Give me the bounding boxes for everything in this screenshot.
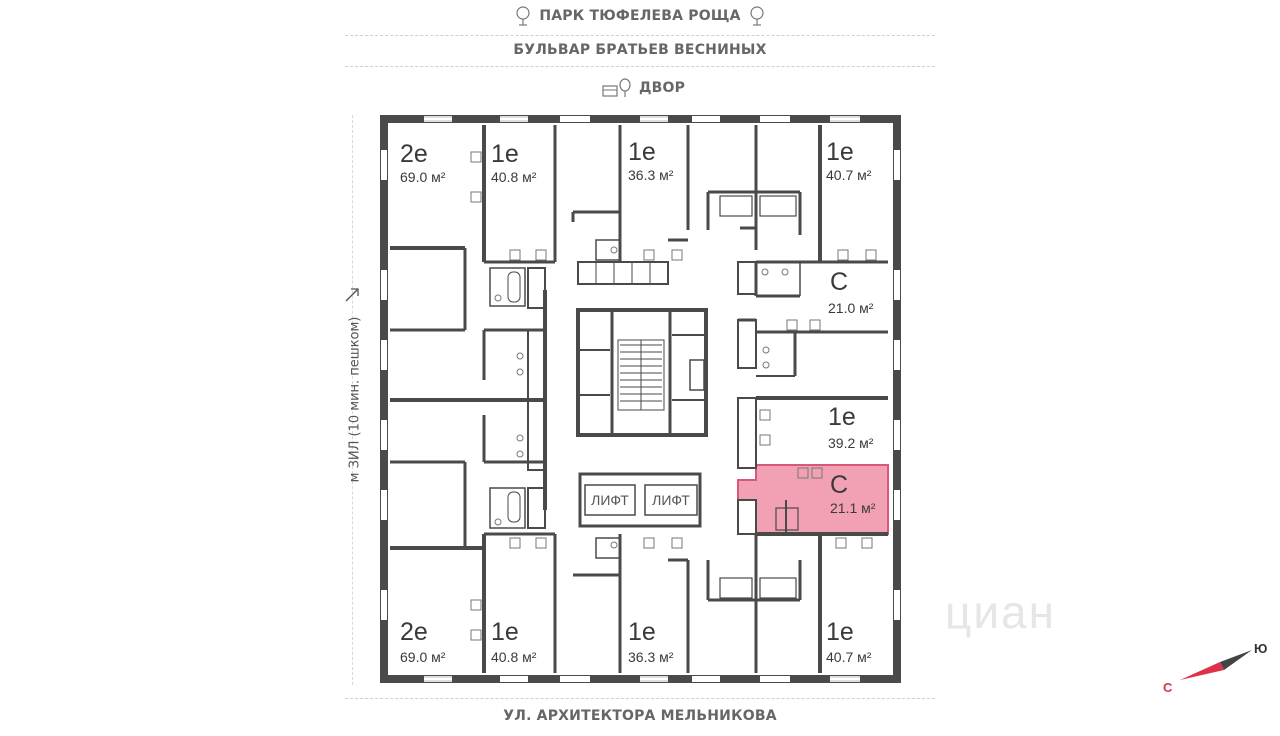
street-park-label: ПАРК ТЮФЕЛЕВА РОЩА	[539, 8, 741, 24]
divider	[345, 66, 935, 67]
unit-type-label: 1е	[828, 403, 856, 431]
yard-icon	[602, 78, 631, 97]
unit-area-label: 21.1 м²	[830, 500, 876, 516]
stove-icon	[470, 151, 877, 641]
unit-area-label: 69.0 м²	[400, 169, 446, 185]
tree-icon	[750, 6, 764, 26]
lift-2	[644, 484, 698, 516]
unit-area-label: 40.7 м²	[826, 649, 872, 665]
unit-area-label: 40.8 м²	[491, 649, 537, 665]
unit-type-label: 1е	[826, 618, 854, 646]
unit-type-label: С	[830, 268, 848, 296]
divider	[352, 115, 353, 685]
unit-type-label: 1е	[491, 618, 519, 646]
compass-north: Ю	[1254, 641, 1268, 656]
tree-icon	[516, 6, 530, 26]
unit-type-label: 2е	[400, 618, 428, 646]
street-park: ПАРК ТЮФЕЛЕВА РОЩА	[345, 6, 935, 26]
unit-area-label: 40.8 м²	[491, 169, 537, 185]
unit-area-label: 36.3 м²	[628, 649, 674, 665]
watermark: циан	[945, 586, 1057, 638]
unit-area-label: 36.3 м²	[628, 167, 674, 183]
street-boulevard: БУЛЬВАР БРАТЬЕВ ВЕСНИНЫХ	[513, 42, 767, 58]
unit-type-label: 1е	[628, 618, 656, 646]
unit-area-label: 69.0 м²	[400, 649, 446, 665]
divider	[345, 698, 935, 699]
unit-type-label: С	[830, 471, 848, 499]
lift-label-2: ЛИФТ	[652, 492, 690, 508]
unit-type-label: 1е	[826, 138, 854, 166]
unit-area-label: 40.7 м²	[826, 167, 872, 183]
unit-area-label: 21.0 м²	[828, 300, 874, 316]
unit-type-label: 1е	[491, 140, 519, 168]
street-yard-label: ДВОР	[638, 80, 686, 96]
compass-icon	[1180, 650, 1252, 680]
lift-label-1: ЛИФТ	[591, 492, 629, 508]
unit-type-label: 2е	[400, 140, 428, 168]
lift-1	[584, 484, 636, 516]
street-yard: ДВОР	[345, 78, 935, 98]
divider	[345, 35, 935, 36]
arrow-icon	[345, 288, 359, 302]
compass-south: С	[1163, 680, 1173, 695]
unit-area-label: 39.2 м²	[828, 435, 874, 451]
unit-type-label: 1е	[628, 138, 656, 166]
street-bottom: УЛ. АРХИТЕКТОРА МЕЛЬНИКОВА	[503, 708, 777, 724]
